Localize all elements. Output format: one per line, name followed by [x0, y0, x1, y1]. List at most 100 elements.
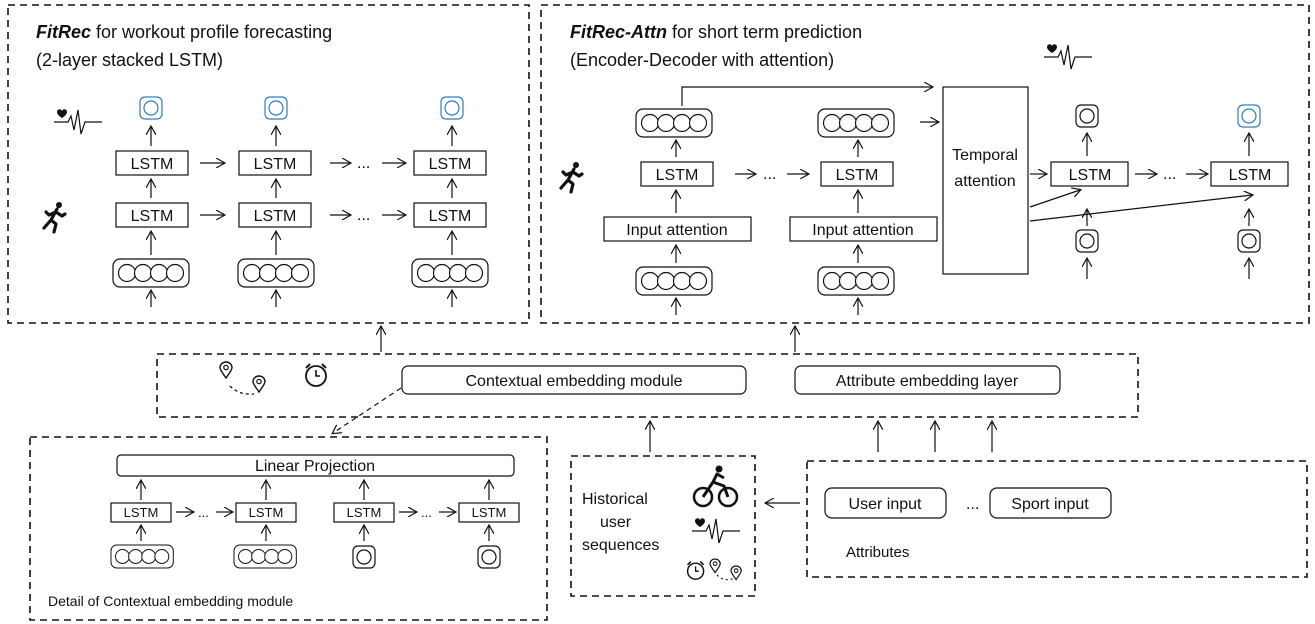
historical-label-1: Historical [582, 491, 648, 508]
ellipsis: ... [763, 166, 776, 183]
lstm-box [820, 161, 894, 187]
lstm-box [1050, 161, 1129, 187]
output-cell [440, 96, 464, 120]
user-input-box [824, 487, 947, 519]
ellipsis: ... [966, 496, 979, 513]
lstm-label: LSTM [472, 505, 507, 520]
contextual-embedding-box [401, 365, 747, 395]
embedding-strip-border [156, 353, 1139, 418]
input-vector [817, 266, 895, 296]
attribute-embedding-label: Attribute embedding layer [836, 373, 1019, 390]
input-attention-box [789, 216, 938, 242]
location-pin-icon [252, 375, 266, 393]
input-cell [352, 545, 376, 569]
ellipsis: ... [198, 505, 209, 520]
hidden-vector [817, 108, 895, 138]
lstm-label: LSTM [254, 156, 297, 173]
fitrec-subtitle: (2-layer stacked LSTM) [36, 50, 223, 70]
heartbeat-icon [1043, 43, 1093, 70]
lstm-label: LSTM [1069, 167, 1112, 184]
input-vector [635, 266, 713, 296]
decoder-input-cell [1075, 229, 1099, 253]
detail-panel-border [29, 436, 548, 621]
attributes-caption: Attributes [846, 544, 909, 561]
decoder-input-cell [1237, 229, 1261, 253]
historical-panel: Historical user sequences [570, 455, 756, 597]
historical-panel-border [570, 455, 756, 597]
ellipsis: ... [421, 505, 432, 520]
fitrec-attn-subtitle: (Encoder-Decoder with attention) [570, 50, 834, 70]
lstm-box [333, 502, 395, 523]
lstm-label: LSTM [131, 208, 174, 225]
input-attention-label: Input attention [626, 222, 727, 239]
ellipsis: ... [357, 155, 370, 172]
lstm-label: LSTM [254, 208, 297, 225]
fitrec-panel-border [7, 4, 530, 324]
lstm-box [413, 202, 487, 228]
lstm-box [458, 502, 520, 523]
lstm-label: LSTM [656, 167, 699, 184]
fitrec-attn-title-bold: FitRec-Attn [570, 22, 667, 42]
lstm-box [110, 502, 172, 523]
lstm-label: LSTM [124, 505, 159, 520]
input-vector [112, 258, 190, 288]
input-attention-label: Input attention [812, 222, 913, 239]
lstm-box [238, 150, 312, 176]
lstm-box [1210, 161, 1289, 187]
contextual-embedding-label: Contextual embedding module [465, 373, 682, 390]
fitrec-title-bold: FitRec [36, 22, 91, 42]
input-attention-box [603, 216, 752, 242]
input-vector [237, 258, 315, 288]
alarm-clock-icon [305, 363, 327, 387]
linear-projection-box [116, 454, 515, 477]
temporal-attention-label-2: attention [954, 173, 1015, 190]
decoder-output-cell [1075, 104, 1099, 128]
linear-projection-label: Linear Projection [255, 458, 375, 475]
lstm-label: LSTM [836, 167, 879, 184]
ellipsis: ... [357, 207, 370, 224]
temporal-attention-box [942, 86, 1029, 275]
attribute-embedding-box [794, 365, 1061, 395]
location-pin-icon [730, 565, 742, 581]
lstm-label: LSTM [347, 505, 382, 520]
runner-icon [42, 200, 67, 234]
sport-input-label: Sport input [1011, 496, 1089, 513]
input-vector [233, 544, 297, 569]
output-cell [264, 96, 288, 120]
ellipsis: ... [1163, 166, 1176, 183]
temporal-attention-label-1: Temporal [952, 147, 1018, 164]
input-cell [477, 545, 501, 569]
input-vector [411, 258, 489, 288]
lstm-box [235, 502, 297, 523]
fitrec-title: FitRec for workout profile forecasting [36, 22, 332, 42]
location-pin-icon [709, 558, 721, 574]
location-pin-icon [219, 361, 233, 379]
fitrec-attn-panel-border [540, 4, 1310, 324]
lstm-box [640, 161, 714, 187]
fitrec-attn-title-rest: for short term prediction [667, 22, 862, 42]
fitrec-panel: FitRec for workout profile forecasting (… [7, 4, 530, 324]
fitrec-attn-title: FitRec-Attn for short term prediction [570, 22, 862, 42]
historical-label-3: sequences [582, 537, 659, 554]
lstm-label: LSTM [1229, 167, 1272, 184]
fitrec-title-rest: for workout profile forecasting [91, 22, 332, 42]
detail-caption: Detail of Contextual embedding module [48, 593, 293, 609]
input-vector [110, 544, 174, 569]
lstm-box [238, 202, 312, 228]
historical-label-2: user [600, 514, 632, 531]
runner-icon [559, 160, 584, 194]
lstm-label: LSTM [131, 156, 174, 173]
lstm-label: LSTM [429, 208, 472, 225]
heartbeat-icon [691, 517, 741, 544]
heartbeat-icon [53, 108, 103, 135]
alarm-clock-icon [686, 560, 705, 581]
attributes-panel: User input ... Sport input Attributes [806, 460, 1308, 578]
output-cell [139, 96, 163, 120]
cyclist-icon [692, 465, 739, 508]
sport-input-box [989, 487, 1112, 519]
fitrec-attn-panel: FitRec-Attn for short term prediction (E… [540, 4, 1310, 324]
decoder-output-cell [1237, 104, 1261, 128]
attributes-panel-border [806, 460, 1308, 578]
lstm-box [115, 150, 189, 176]
